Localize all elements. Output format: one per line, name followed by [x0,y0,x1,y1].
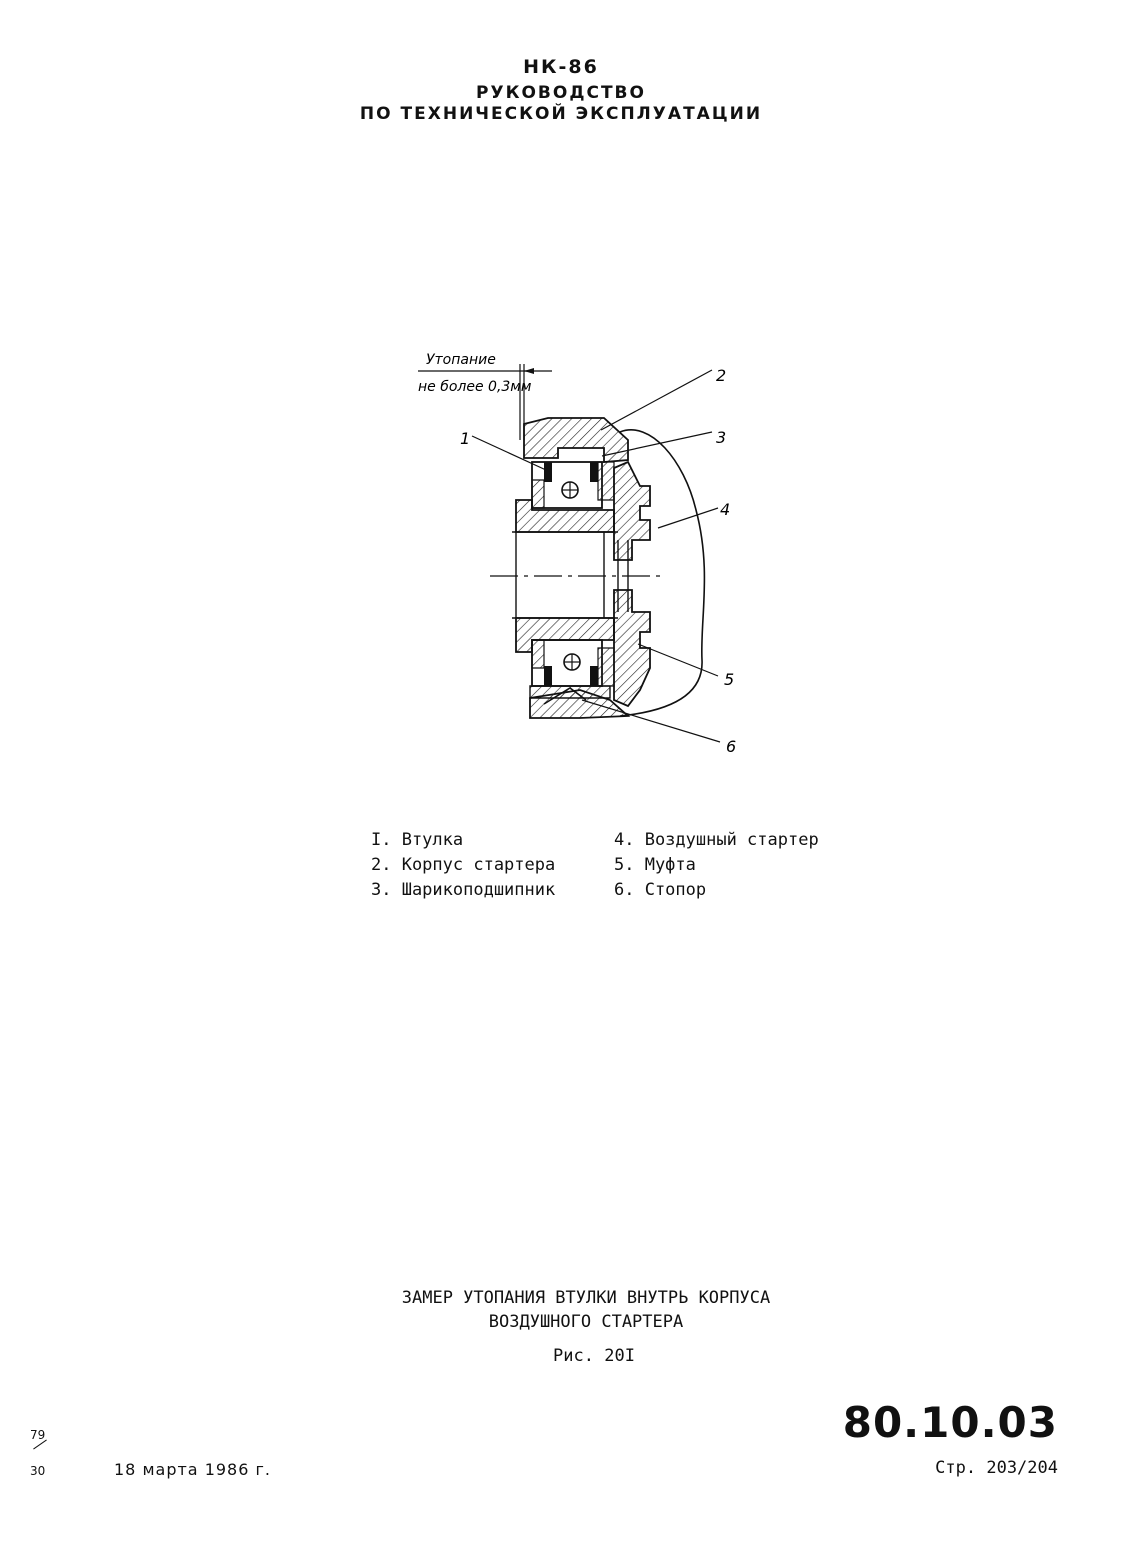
callout-2: 2 [716,366,726,385]
margin-mark-top: 79 [30,1428,46,1442]
legend-item-6: 6. Стопор [614,880,707,900]
document-number: 80.10.03 [842,1398,1058,1447]
legend-item-2: 2. Корпус стартера [371,855,556,875]
title-line-2: ПО ТЕХНИЧЕСКОЙ ЭКСПЛУАТАЦИИ [359,104,763,124]
legend-item-5: 5. Муфта [614,855,696,875]
title-line-1: РУКОВОДСТВО [476,83,646,103]
legend-right-column: 4. Воздушный стартер 5. Муфта 6. Стопор [614,828,819,903]
margin-mark-bottom: 30 [30,1464,46,1478]
revision-date: 18 марта 1986 г. [114,1460,271,1479]
callout-5: 5 [724,670,734,689]
legend-left-column: I. Втулка 2. Корпус стартера 3. Шарикопо… [371,828,555,903]
legend-item-4: 4. Воздушный стартер [614,830,819,850]
callout-4: 4 [720,500,730,519]
legend-item-3: 3. Шарикоподшипник [371,880,556,900]
callout-6: 6 [726,737,736,756]
callout-3: 3 [716,428,726,447]
dimension-label-2: не более 0,3мм [418,379,532,395]
legend-item-1: I. Втулка [371,830,464,850]
document-code: НК-86 [523,56,599,78]
callout-1: 1 [460,429,470,448]
figure-number: Рис. 20I [553,1346,635,1366]
dimension-label-1: Утопание [426,352,496,368]
figure-caption-line-1: ЗАМЕР УТОПАНИЯ ВТУЛКИ ВНУТРЬ КОРПУСА [401,1288,771,1308]
figure-caption-line-2: ВОЗДУШНОГО СТАРТЕРА [488,1312,684,1332]
page-number: Стр. 203/204 [935,1458,1058,1478]
